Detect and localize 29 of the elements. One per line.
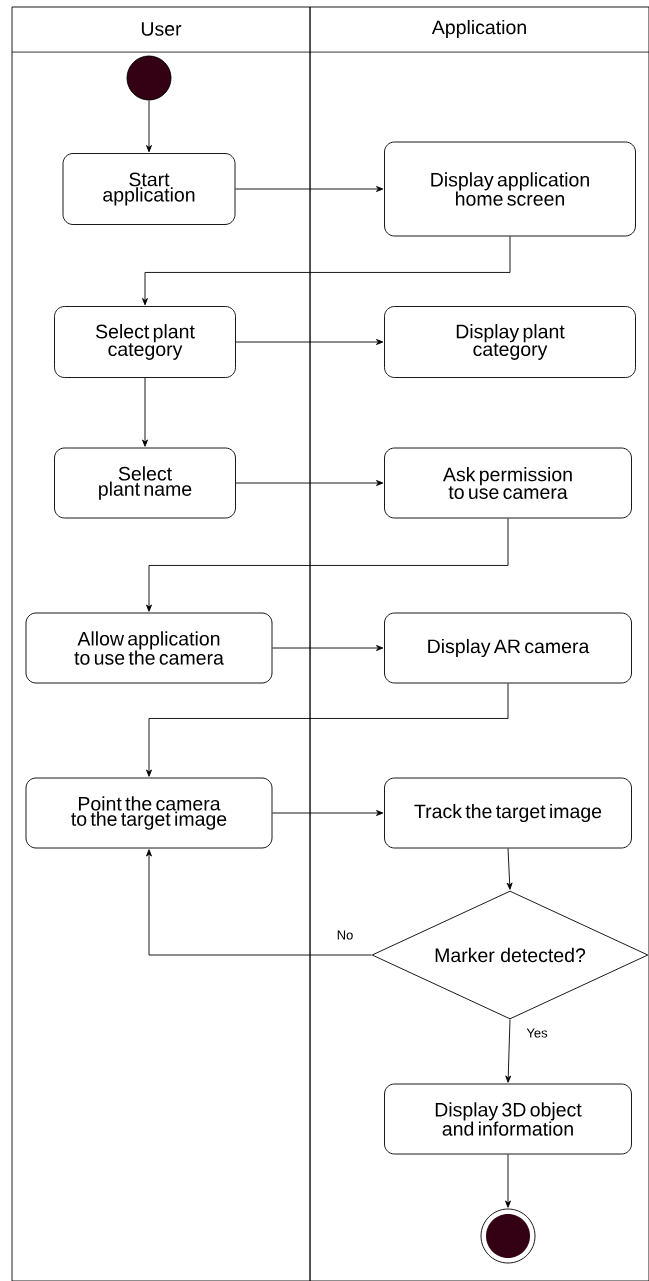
arrow (235, 186, 384, 192)
activity-box: Display 3D object and information (384, 1083, 632, 1155)
activity-box: Ask permission to use camera (384, 447, 632, 519)
arrow (272, 645, 384, 651)
arrow (505, 1154, 511, 1208)
arrow (235, 339, 384, 345)
arrow (146, 100, 152, 153)
start-node (126, 55, 172, 101)
activity-box: Display application home screen (384, 141, 636, 237)
arrow (146, 518, 509, 612)
activity-box: Display AR camera (384, 612, 632, 684)
edge-label: No (335, 929, 355, 941)
activity-box: Select plant name (54, 447, 236, 519)
arrow (142, 377, 148, 447)
activity-box: Track the target image (384, 777, 632, 849)
activity-box: Allow application to use the camera (25, 612, 273, 684)
activity-box: Select plant category (54, 306, 236, 378)
end-node (480, 1208, 536, 1264)
activity-box: Start application (62, 153, 236, 225)
arrow (142, 236, 511, 306)
arrow (146, 849, 372, 956)
activity-box: Display plant category (384, 306, 636, 378)
edge-label: Yes (525, 1027, 549, 1039)
arrow (146, 683, 509, 777)
activity-box: Point the camera to the target image (25, 777, 273, 849)
arrow (272, 810, 384, 816)
arrow (235, 480, 384, 486)
arrow (505, 1019, 512, 1083)
arrow (506, 848, 513, 890)
